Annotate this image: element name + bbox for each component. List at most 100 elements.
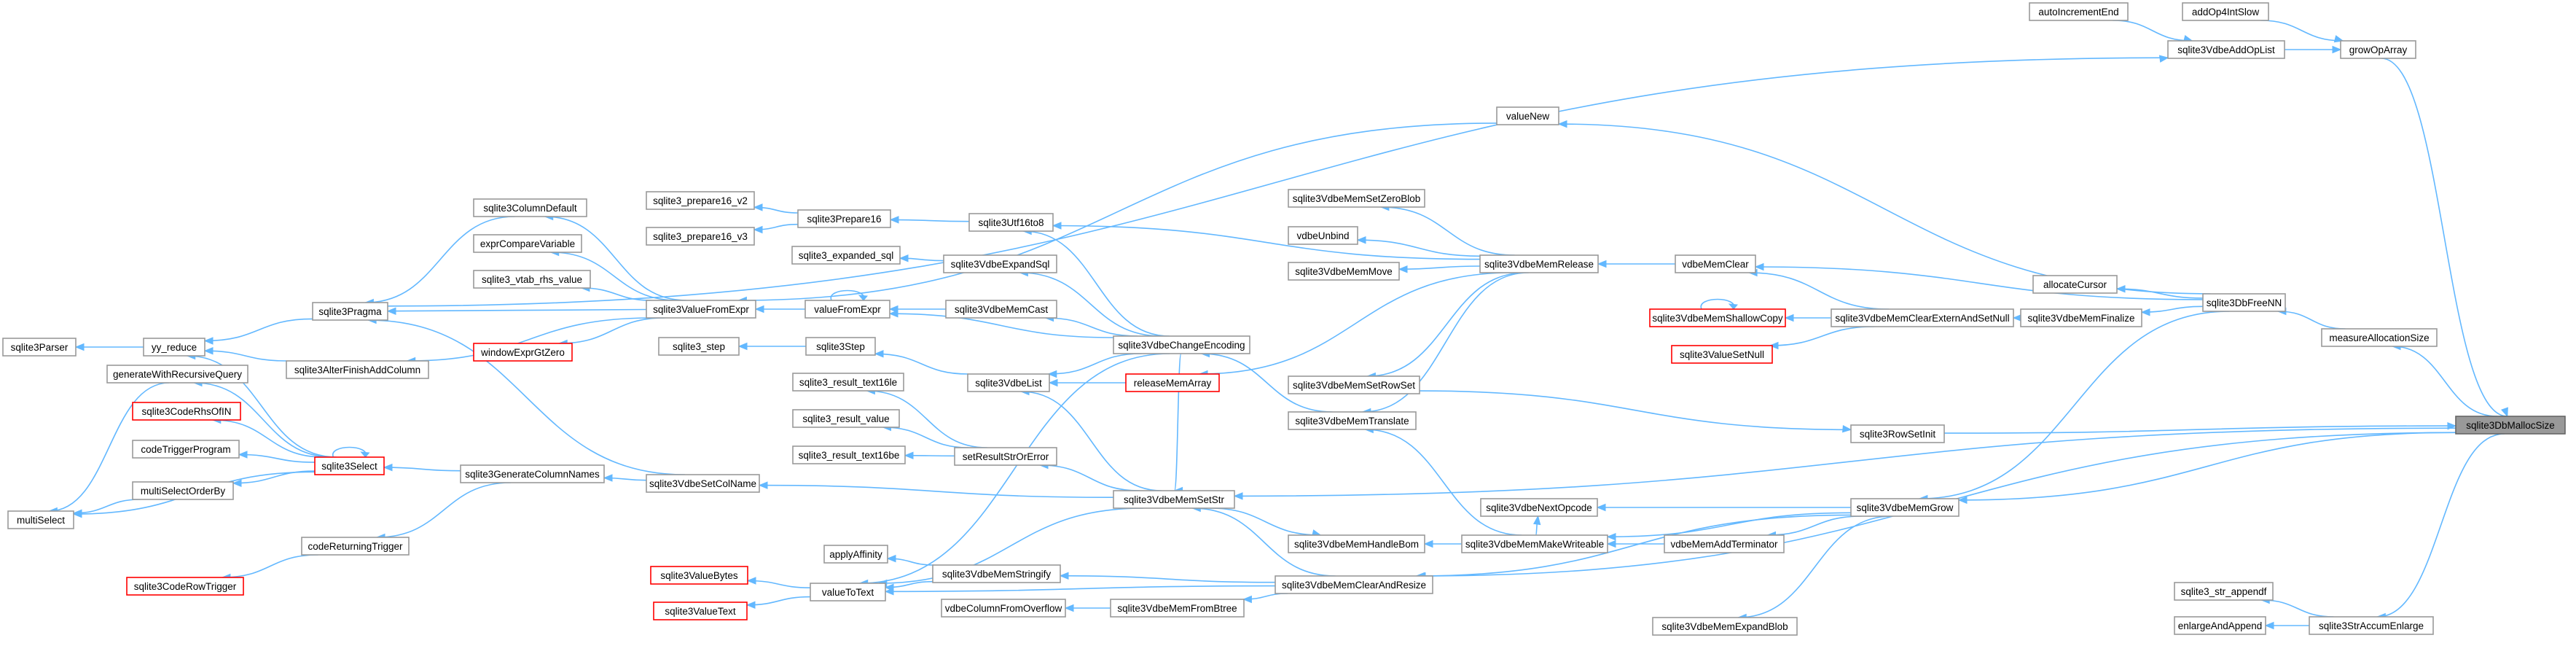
node-label: valueFromExpr bbox=[814, 304, 881, 315]
edge-line bbox=[1380, 206, 1515, 256]
node-box bbox=[2029, 2, 2129, 21]
node-sqlite3VdbeMemCast[interactable]: sqlite3VdbeMemCast bbox=[945, 300, 1057, 319]
node-label: generateWithRecursiveQuery bbox=[113, 369, 242, 380]
node-setResultStrOrError[interactable]: setResultStrOrError bbox=[954, 447, 1057, 466]
node-vdbeUnbind[interactable]: vdbeUnbind bbox=[1288, 226, 1358, 245]
node-sqlite3VdbeExpandSql[interactable]: sqlite3VdbeExpandSql bbox=[943, 254, 1057, 273]
node-sqlite3VdbeAddOpList[interactable]: sqlite3VdbeAddOpList bbox=[2167, 40, 2285, 59]
edge-line bbox=[232, 470, 316, 484]
node-sqlite3VdbeNextOpcode[interactable]: sqlite3VdbeNextOpcode bbox=[1480, 498, 1598, 517]
node-sqlite3Pragma[interactable]: sqlite3Pragma bbox=[312, 302, 388, 321]
node-addOp4IntSlow[interactable]: addOp4IntSlow bbox=[2182, 2, 2269, 21]
node-vdbeMemClear[interactable]: vdbeMemClear bbox=[1675, 254, 1756, 273]
node-sqlite3CodeRhsOfIN[interactable]: sqlite3CodeRhsOfIN bbox=[132, 402, 241, 421]
node-sqlite3VdbeMemExpandBlob[interactable]: sqlite3VdbeMemExpandBlob bbox=[1652, 617, 1798, 636]
node-valueNew[interactable]: valueNew bbox=[1496, 106, 1559, 125]
node-box bbox=[301, 537, 410, 556]
node-valueToText[interactable]: valueToText bbox=[810, 583, 886, 602]
node-sqlite3VdbeMemFinalize[interactable]: sqlite3VdbeMemFinalize bbox=[2020, 308, 2142, 327]
edge-line bbox=[1045, 317, 1138, 337]
node-codeTriggerProgram[interactable]: codeTriggerProgram bbox=[132, 440, 240, 459]
node-yy_reduce[interactable]: yy_reduce bbox=[143, 338, 205, 357]
node-sqlite3_result_text16le[interactable]: sqlite3_result_text16le bbox=[792, 373, 904, 392]
node-sqlite3VdbeMemSetRowSet[interactable]: sqlite3VdbeMemSetRowSet bbox=[1288, 375, 1420, 394]
node-applyAffinity[interactable]: applyAffinity bbox=[823, 545, 888, 564]
node-sqlite3_vtab_rhs_value[interactable]: sqlite3_vtab_rhs_value bbox=[473, 270, 591, 289]
edge-line bbox=[387, 308, 647, 312]
edge-sqlite3Prepare16-to-sqlite3_prepare16_v2 bbox=[753, 203, 799, 214]
node-sqlite3Step[interactable]: sqlite3Step bbox=[805, 337, 876, 356]
node-sqlite3StrAccumEnlarge[interactable]: sqlite3StrAccumEnlarge bbox=[2309, 616, 2434, 635]
node-sqlite3_result_text16be[interactable]: sqlite3_result_text16be bbox=[792, 445, 906, 464]
node-sqlite3VdbeMemStringify[interactable]: sqlite3VdbeMemStringify bbox=[932, 564, 1061, 583]
node-vdbeColumnFromOverflow[interactable]: vdbeColumnFromOverflow bbox=[941, 599, 1066, 618]
node-generateWithRecursiveQuery[interactable]: generateWithRecursiveQuery bbox=[106, 365, 248, 384]
node-sqlite3VdbeMemHandleBom[interactable]: sqlite3VdbeMemHandleBom bbox=[1288, 534, 1425, 553]
node-vdbeMemAddTerminator[interactable]: vdbeMemAddTerminator bbox=[1664, 534, 1785, 553]
node-codeReturningTrigger[interactable]: codeReturningTrigger bbox=[301, 537, 410, 556]
node-sqlite3VdbeMemClearExternAndSetNull[interactable]: sqlite3VdbeMemClearExternAndSetNull bbox=[1831, 308, 2014, 327]
node-sqlite3_step[interactable]: sqlite3_step bbox=[658, 337, 740, 356]
edge-sqlite3VdbeMemRelease-to-sqlite3VdbeMemSetRowSet bbox=[1366, 272, 1526, 381]
node-sqlite3CodeRowTrigger[interactable]: sqlite3CodeRowTrigger bbox=[126, 577, 244, 596]
node-sqlite3DbFreeNN[interactable]: sqlite3DbFreeNN bbox=[2202, 293, 2286, 312]
arrowhead bbox=[884, 588, 894, 596]
edge-line bbox=[1048, 353, 1142, 375]
arrowhead bbox=[1533, 515, 1541, 526]
edge-sqlite3ValueFromExpr-to-sqlite3Pragma bbox=[386, 307, 647, 315]
node-multiSelect[interactable]: multiSelect bbox=[7, 510, 74, 529]
node-sqlite3VdbeMemTranslate[interactable]: sqlite3VdbeMemTranslate bbox=[1288, 411, 1417, 430]
node-sqlite3Utf16to8[interactable]: sqlite3Utf16to8 bbox=[968, 213, 1054, 232]
node-sqlite3GenerateColumnNames[interactable]: sqlite3GenerateColumnNames bbox=[460, 464, 605, 483]
node-sqlite3Prepare16[interactable]: sqlite3Prepare16 bbox=[797, 209, 891, 228]
node-box bbox=[1288, 262, 1400, 281]
node-sqlite3VdbeMemShallowCopy[interactable]: sqlite3VdbeMemShallowCopy bbox=[1649, 308, 1786, 327]
node-sqlite3VdbeMemMove[interactable]: sqlite3VdbeMemMove bbox=[1288, 262, 1400, 281]
node-sqlite3ValueFromExpr[interactable]: sqlite3ValueFromExpr bbox=[646, 300, 756, 319]
edge-sqlite3RowSetInit-to-sqlite3DbMallocSize bbox=[1943, 421, 2457, 434]
node-sqlite3_expanded_sql[interactable]: sqlite3_expanded_sql bbox=[791, 246, 901, 265]
node-growOpArray[interactable]: growOpArray bbox=[2340, 40, 2416, 59]
node-sqlite3VdbeMemFromBtree[interactable]: sqlite3VdbeMemFromBtree bbox=[1110, 599, 1245, 618]
edge-line bbox=[550, 252, 678, 301]
node-box bbox=[1850, 424, 1945, 443]
node-sqlite3_result_value[interactable]: sqlite3_result_value bbox=[792, 409, 900, 428]
node-sqlite3ValueSetNull[interactable]: sqlite3ValueSetNull bbox=[1671, 345, 1773, 364]
node-autoIncrementEnd[interactable]: autoIncrementEnd bbox=[2029, 2, 2129, 21]
node-sqlite3ValueText[interactable]: sqlite3ValueText bbox=[653, 602, 748, 620]
node-sqlite3VdbeMemSetZeroBlob[interactable]: sqlite3VdbeMemSetZeroBlob bbox=[1288, 189, 1425, 208]
node-box bbox=[658, 337, 740, 356]
node-valueFromExpr[interactable]: valueFromExpr bbox=[804, 300, 890, 319]
node-exprCompareVariable[interactable]: exprCompareVariable bbox=[473, 234, 582, 253]
node-sqlite3VdbeList[interactable]: sqlite3VdbeList bbox=[967, 373, 1050, 392]
node-sqlite3RowSetInit[interactable]: sqlite3RowSetInit bbox=[1850, 424, 1945, 443]
node-allocateCursor[interactable]: allocateCursor bbox=[2032, 275, 2118, 294]
node-sqlite3_prepare16_v2[interactable]: sqlite3_prepare16_v2 bbox=[646, 191, 755, 210]
arrowhead bbox=[1606, 532, 1616, 541]
node-sqlite3ColumnDefault[interactable]: sqlite3ColumnDefault bbox=[473, 198, 587, 217]
arrowhead bbox=[1052, 222, 1062, 230]
node-enlargeAndAppend[interactable]: enlargeAndAppend bbox=[2174, 616, 2266, 635]
node-sqlite3ValueBytes[interactable]: sqlite3ValueBytes bbox=[650, 566, 748, 585]
node-sqlite3VdbeSetColName[interactable]: sqlite3VdbeSetColName bbox=[646, 474, 760, 493]
node-sqlite3VdbeChangeEncoding[interactable]: sqlite3VdbeChangeEncoding bbox=[1113, 335, 1250, 354]
node-sqlite3Parser[interactable]: sqlite3Parser bbox=[2, 338, 77, 357]
arrowhead bbox=[753, 225, 763, 234]
node-releaseMemArray[interactable]: releaseMemArray bbox=[1125, 373, 1220, 392]
node-label: sqlite3VdbeMemSetStr bbox=[1124, 494, 1225, 505]
node-sqlite3Select[interactable]: sqlite3Select bbox=[314, 456, 385, 475]
node-sqlite3VdbeMemSetStr[interactable]: sqlite3VdbeMemSetStr bbox=[1113, 490, 1235, 509]
node-sqlite3_str_appendf[interactable]: sqlite3_str_appendf bbox=[2174, 582, 2274, 601]
node-label: codeTriggerProgram bbox=[141, 444, 230, 455]
node-measureAllocationSize[interactable]: measureAllocationSize bbox=[2321, 328, 2438, 347]
arrowhead bbox=[2140, 308, 2150, 316]
node-multiSelectOrderBy[interactable]: multiSelectOrderBy bbox=[132, 481, 234, 500]
node-sqlite3VdbeMemGrow[interactable]: sqlite3VdbeMemGrow bbox=[1850, 498, 1960, 517]
edge-line bbox=[212, 419, 324, 458]
node-sqlite3VdbeMemRelease[interactable]: sqlite3VdbeMemRelease bbox=[1479, 254, 1599, 273]
node-sqlite3AlterFinishAddColumn[interactable]: sqlite3AlterFinishAddColumn bbox=[286, 360, 429, 379]
node-sqlite3VdbeMemClearAndResize[interactable]: sqlite3VdbeMemClearAndResize bbox=[1275, 575, 1433, 594]
node-sqlite3VdbeMemMakeWriteable[interactable]: sqlite3VdbeMemMakeWriteable bbox=[1461, 534, 1608, 553]
node-windowExprGtZero[interactable]: windowExprGtZero bbox=[473, 343, 573, 362]
node-sqlite3_prepare16_v3[interactable]: sqlite3_prepare16_v3 bbox=[646, 227, 755, 246]
